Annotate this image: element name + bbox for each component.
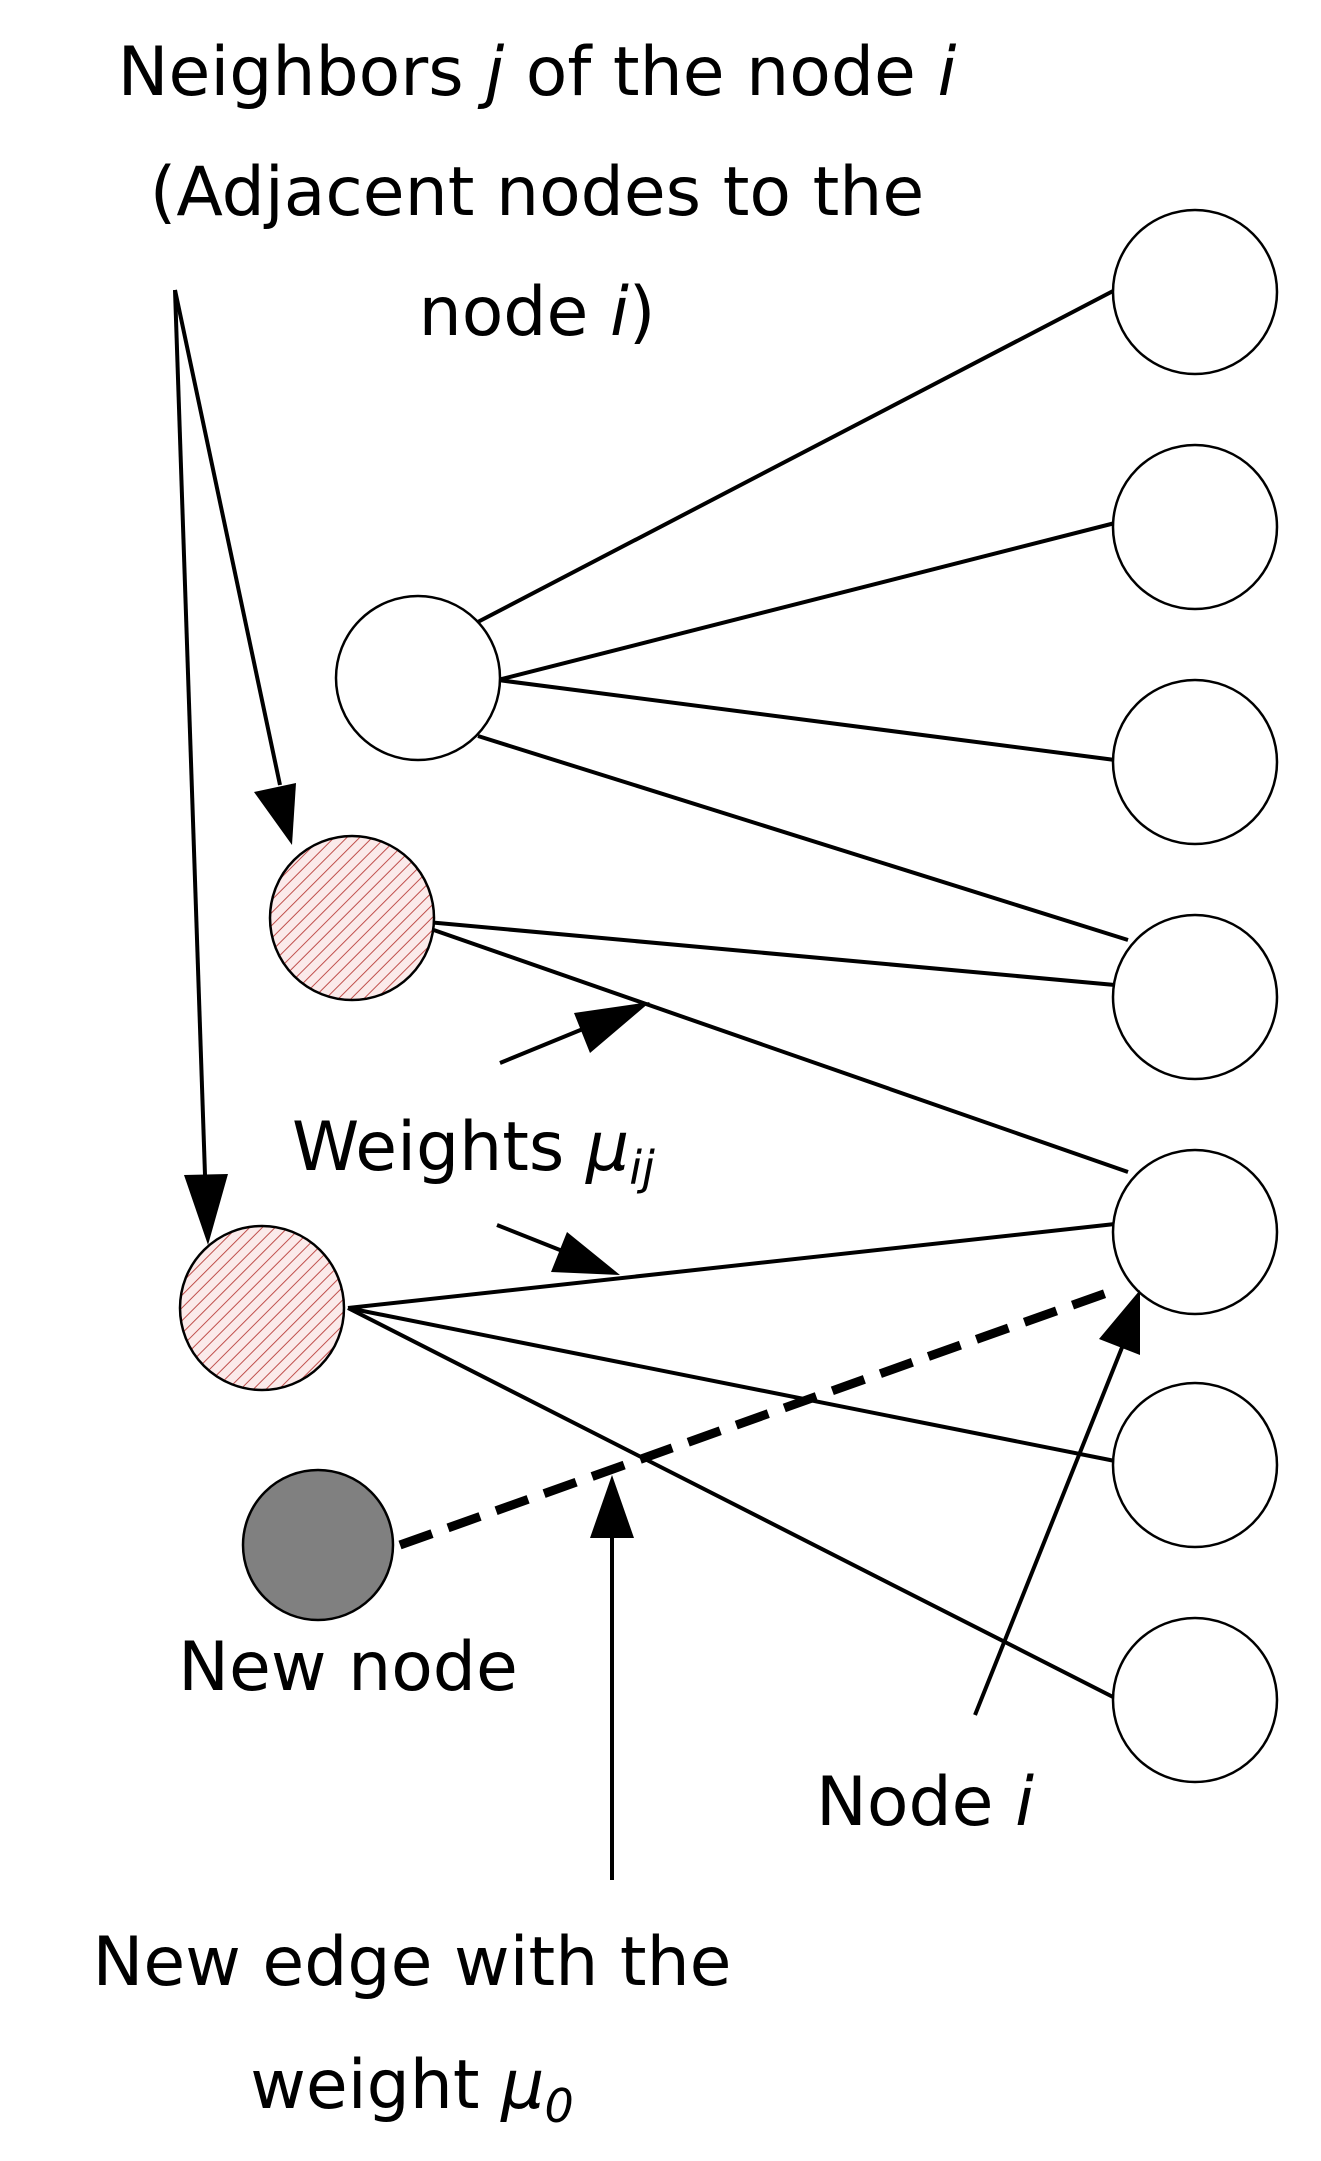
right-node-4 — [1111, 913, 1279, 1081]
labels: Neighbors j of the node i (Adjacent node… — [92, 33, 1034, 2133]
arrow-neighbors-to-n1-head — [254, 783, 296, 845]
right-node-6 — [1111, 1381, 1279, 1549]
right-node-2 — [1111, 443, 1279, 611]
arrow-neighbors-to-n2-head — [184, 1174, 228, 1245]
edge-top-to-right1 — [471, 288, 1116, 627]
new-edge-label-line1: New edge with the — [92, 1923, 731, 2002]
weights-label: Weights μij — [292, 1108, 655, 1195]
edge-top-to-right4 — [477, 734, 1129, 942]
edge-neighbor2-to-right6 — [347, 1306, 1116, 1463]
edge-top-to-right2 — [497, 521, 1116, 682]
right-node-1 — [1111, 208, 1279, 376]
neighbors-label-line1: Neighbors j of the node i — [118, 33, 957, 112]
node-i-circle — [1111, 1148, 1279, 1316]
node-i-label: Node i — [816, 1763, 1034, 1842]
right-node-3 — [1111, 678, 1279, 846]
new-edge-label-line2: weight μ0 — [250, 2046, 573, 2133]
arrows — [173, 289, 1140, 1880]
arrow-new-edge-head — [590, 1475, 634, 1538]
new-edge-dashed — [398, 1285, 1117, 1550]
neighbor-node-2 — [178, 1224, 346, 1392]
edge-top-to-right3 — [497, 678, 1116, 762]
edges — [347, 288, 1129, 1700]
nodes — [178, 208, 1279, 1784]
arrow-neighbors-to-n1-shaft — [173, 289, 282, 786]
edge-neighbor2-to-right7 — [347, 1306, 1116, 1700]
node-hub-top — [334, 594, 502, 762]
arrow-node-i-shaft — [973, 1339, 1127, 1716]
arrow-neighbors-to-n2-shaft — [173, 289, 207, 1176]
neighbors-label-line3: node i) — [419, 273, 656, 352]
arrow-weights-lower-shaft — [496, 1223, 571, 1256]
right-node-7 — [1111, 1616, 1279, 1784]
neighbors-label-line2: (Adjacent nodes to the — [150, 153, 924, 232]
arrow-node-i-head — [1099, 1290, 1140, 1355]
edge-neighbor1-to-right4 — [404, 918, 1116, 987]
edge-neighbor2-to-nodei — [347, 1222, 1116, 1310]
arrow-weights-lower-head — [551, 1232, 620, 1275]
new-node-label: New node — [178, 1628, 518, 1707]
neighbor-node-1 — [268, 834, 436, 1002]
new-node-circle — [241, 1468, 395, 1622]
edge-neighbor1-to-nodei — [404, 918, 1129, 1174]
arrow-weights-upper-head — [574, 1002, 650, 1053]
